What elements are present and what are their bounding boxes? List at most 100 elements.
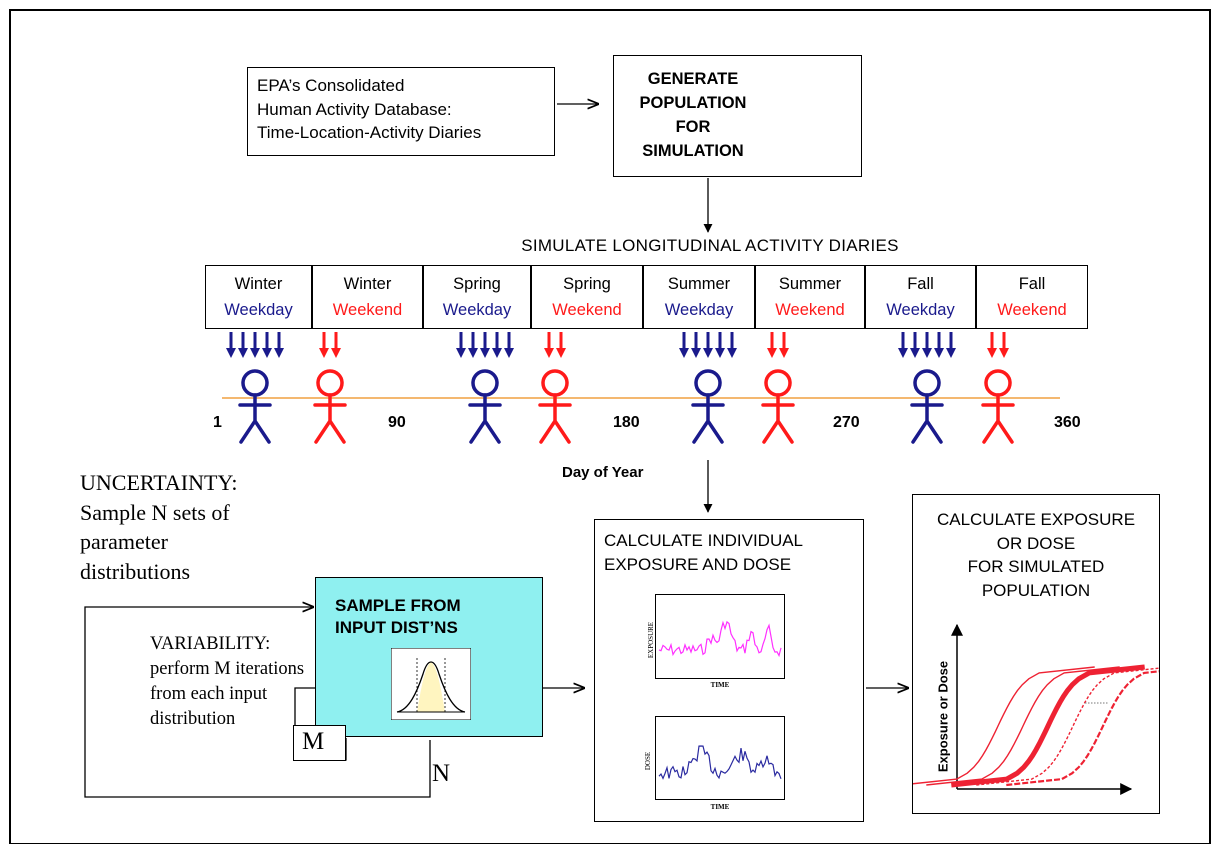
loop-n-line <box>84 607 431 798</box>
day-arrow-head <box>262 348 272 358</box>
generate-population-box: GENERATE POPULATION FOR SIMULATION <box>613 55 862 177</box>
person-icon <box>468 369 502 444</box>
exposure-trace <box>658 620 782 658</box>
variability-line-3: from each input <box>150 684 268 704</box>
day-axis-label: Day of Year <box>562 464 644 481</box>
variability-line-1: VARIABILITY: <box>150 634 271 654</box>
person-icon <box>761 369 795 444</box>
simulate-title: SIMULATE LONGITUDINAL ACTIVITY DIARIES <box>521 236 899 255</box>
variability-line-4: distribution <box>150 709 236 729</box>
period-season: Summer <box>778 275 842 293</box>
person-icon <box>313 369 347 444</box>
individual-line-2: EXPOSURE AND DOSE <box>604 554 792 574</box>
sample-box: SAMPLE FROM INPUT DIST’NS <box>315 577 543 737</box>
day-tick-label: 1 <box>213 414 222 431</box>
database-line-3: Time-Location-Activity Diaries <box>257 123 482 142</box>
sample-line-1: SAMPLE FROM <box>335 596 461 615</box>
period-marks <box>226 332 1015 444</box>
period-daytype: Weekday <box>664 301 734 319</box>
day-arrow-head <box>544 348 554 358</box>
day-arrow-head <box>504 348 514 358</box>
uncertainty-line-4: distributions <box>80 558 191 584</box>
day-arrow-head <box>767 348 777 358</box>
weekday-arrows <box>456 332 514 358</box>
day-arrow-head <box>556 348 566 358</box>
day-arrow-head <box>679 348 689 358</box>
population-box: CALCULATE EXPOSURE OR DOSE FOR SIMULATED… <box>912 494 1160 814</box>
individual-box: CALCULATE INDIVIDUAL EXPOSURE AND DOSE E… <box>594 519 864 822</box>
day-tick-label: 180 <box>613 414 640 431</box>
day-arrow-head <box>691 348 701 358</box>
person-icon <box>538 369 572 444</box>
period-daytype: Weekday <box>224 301 293 319</box>
population-ylabel: Exposure or Dose <box>935 660 951 773</box>
database-line-1: EPA’s Consolidated <box>257 76 405 95</box>
variability-text: VARIABILITY: perform M iterations from e… <box>150 632 304 732</box>
dose-ylabel: DOSE <box>644 751 653 771</box>
person-icon <box>691 369 725 444</box>
person-icon <box>981 369 1015 444</box>
loop-m-label: M <box>302 728 325 755</box>
dose-xlabel: TIME <box>710 803 730 811</box>
population-line-1: CALCULATE EXPOSURE <box>936 510 1136 529</box>
day-arrow-head <box>456 348 466 358</box>
period-season: Winter <box>343 275 392 293</box>
period-season: Spring <box>563 275 611 293</box>
loop-m-box: M <box>293 725 346 761</box>
exposure-ylabel: EXPOSURE <box>647 621 656 659</box>
dose-chart <box>655 716 785 800</box>
uncertainty-line-1: UNCERTAINTY: <box>80 470 238 495</box>
day-arrow-head <box>946 348 956 358</box>
period-daytype: Weekend <box>552 301 622 319</box>
day-arrow-head <box>238 348 248 358</box>
day-arrow-head <box>492 348 502 358</box>
period-daytype: Weekday <box>886 301 955 319</box>
period-season: Fall <box>907 275 934 293</box>
generate-line-1: GENERATE <box>647 70 739 88</box>
weekend-arrows <box>544 332 566 358</box>
period-daytype: Weekend <box>997 301 1067 319</box>
person-icon <box>910 369 944 444</box>
variability-line-2: perform M iterations <box>150 659 305 679</box>
day-arrow-head <box>987 348 997 358</box>
period-season: Winter <box>234 275 283 293</box>
uncertainty-line-2: Sample N sets of <box>80 499 230 525</box>
weekday-arrows <box>226 332 284 358</box>
cdf-chart <box>913 623 1159 795</box>
day-arrow-head <box>999 348 1009 358</box>
bell-curve-icon <box>391 648 471 720</box>
period-season: Fall <box>1018 275 1046 293</box>
day-tick-label: 360 <box>1054 414 1081 431</box>
loop-n-label: N <box>432 760 451 787</box>
exposure-chart <box>655 594 785 679</box>
day-arrow-head <box>468 348 478 358</box>
generate-line-3: FOR <box>675 118 711 136</box>
period-season: Summer <box>667 275 731 293</box>
day-arrow-head <box>331 348 341 358</box>
day-tick-label: 90 <box>388 414 406 431</box>
day-arrow-head <box>910 348 920 358</box>
cdf-curve <box>926 666 1120 786</box>
sample-line-2: INPUT DIST’NS <box>335 618 458 637</box>
cdf-curve <box>951 664 1145 788</box>
generate-line-2: POPULATION <box>639 94 747 112</box>
population-line-3: FOR SIMULATED <box>967 557 1105 576</box>
day-tick-label: 270 <box>833 414 860 431</box>
day-arrow-head <box>934 348 944 358</box>
dose-trace <box>658 745 782 780</box>
weekday-arrows <box>679 332 737 358</box>
day-arrow-head <box>922 348 932 358</box>
day-arrow-head <box>703 348 713 358</box>
day-arrow-head <box>715 348 725 358</box>
period-daytype: Weekend <box>775 301 845 319</box>
population-line-4: POPULATION <box>981 580 1091 600</box>
day-arrow-head <box>274 348 284 358</box>
